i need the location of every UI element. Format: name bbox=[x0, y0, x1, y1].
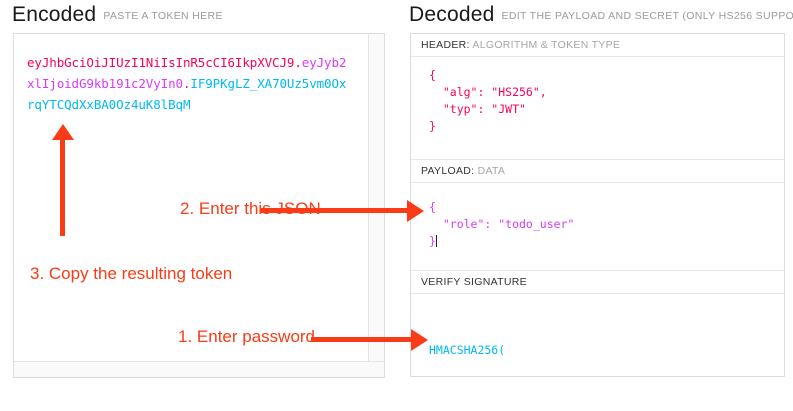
encoded-subtitle-text: PASTE A TOKEN HERE bbox=[103, 10, 223, 22]
payload-json-editor[interactable]: { "role": "todo_user" } bbox=[411, 183, 784, 271]
payload-json-text: { "role": "todo_user" } bbox=[429, 200, 575, 248]
decoded-subtitle-text: EDIT THE PAYLOAD AND SECRET (ONLY HS256 … bbox=[501, 10, 793, 22]
encoded-column-title: Encoded PASTE A TOKEN HERE bbox=[12, 3, 223, 27]
token-payload-segment: eyJyb2xlIjoidG9kb191c2VyIn0 bbox=[27, 55, 347, 91]
header-section-label-key: HEADER: bbox=[421, 39, 470, 51]
text-caret bbox=[435, 235, 437, 247]
decoded-title-text: Decoded bbox=[409, 3, 495, 26]
header-section-label: HEADER: ALGORITHM & TOKEN TYPE bbox=[411, 34, 784, 57]
token-header-segment: eyJhbGciOiJIUzI1NiIsInR5cCI6IkpXVCJ9 bbox=[27, 55, 295, 70]
encoded-token-panel[interactable]: eyJhbGciOiJIUzI1NiIsInR5cCI6IkpXVCJ9.eyJ… bbox=[13, 33, 385, 378]
payload-section-label: PAYLOAD: DATA bbox=[411, 160, 784, 183]
encoded-horizontal-scrollbar[interactable] bbox=[14, 361, 384, 377]
annotation-step-2: 2. Enter this JSON bbox=[180, 199, 321, 218]
decoded-column-title: Decoded EDIT THE PAYLOAD AND SECRET (ONLY… bbox=[409, 3, 793, 27]
encoded-title-text: Encoded bbox=[12, 3, 97, 26]
annotation-step-3: 3. Copy the resulting token bbox=[30, 264, 233, 283]
header-section-label-value: ALGORITHM & TOKEN TYPE bbox=[472, 39, 621, 51]
signature-section-label: VERIFY SIGNATURE bbox=[411, 271, 784, 294]
signature-section-label-key: VERIFY SIGNATURE bbox=[421, 276, 527, 288]
signature-line-1: HMACSHA256( bbox=[429, 343, 506, 357]
encoded-vertical-scrollbar[interactable] bbox=[368, 34, 384, 364]
encoded-token-text[interactable]: eyJhbGciOiJIUzI1NiIsInR5cCI6IkpXVCJ9.eyJ… bbox=[27, 52, 349, 115]
token-separator-1: . bbox=[294, 55, 302, 70]
signature-editor: HMACSHA256( base64UrlEncode(header) + ".… bbox=[411, 294, 784, 376]
payload-section-label-key: PAYLOAD: bbox=[421, 165, 475, 177]
decoded-panel: HEADER: ALGORITHM & TOKEN TYPE { "alg": … bbox=[410, 33, 785, 377]
payload-section-label-value: DATA bbox=[477, 165, 506, 177]
annotation-step-1: 1. Enter password bbox=[178, 327, 316, 346]
token-separator-2: . bbox=[182, 76, 191, 91]
token-signature-segment: IF9PKgLZ_XA70Uz5vm0OxrqYTCQdXxBA0Oz4uK8l… bbox=[27, 76, 347, 112]
header-json-editor[interactable]: { "alg": "HS256", "typ": "JWT" } bbox=[411, 57, 784, 160]
